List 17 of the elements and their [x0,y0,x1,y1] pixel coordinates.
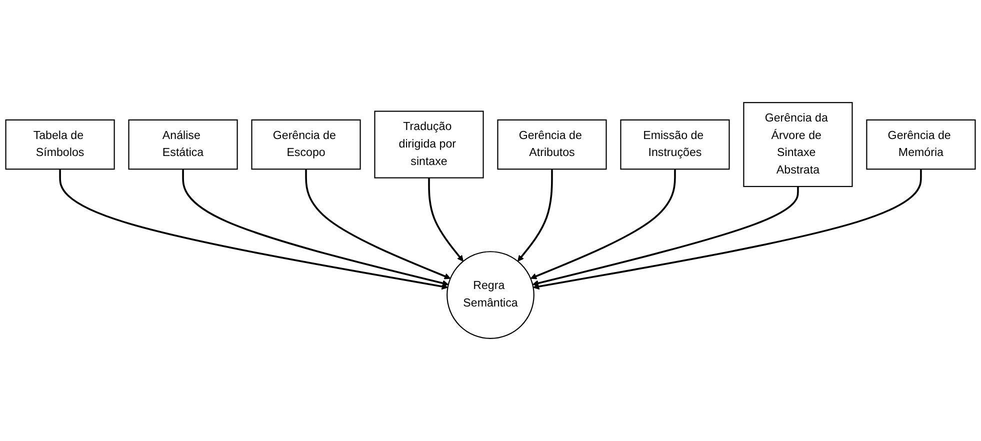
node-box: Gerência de Atributos [497,119,607,170]
arrow [532,186,799,286]
arrow [182,169,449,286]
node-box: Tabela de Símbolos [5,119,115,170]
arrow [428,178,464,262]
arrow [59,169,448,290]
node-circle: Regra Semântica [446,251,534,339]
arrow [530,169,676,280]
arrow [518,169,553,262]
node-box: Tradução dirigida por sintaxe [374,110,484,178]
node-box: Gerência de Escopo [251,119,361,170]
node-box: Análise Estática [128,119,238,170]
node-box: Gerência de Memória [866,119,976,170]
arrow [532,169,922,290]
node-box: Emissão de Instruções [620,119,730,170]
arrow [305,169,451,280]
node-box: Gerência da Árvore de Sintaxe Abstrata [743,102,853,188]
